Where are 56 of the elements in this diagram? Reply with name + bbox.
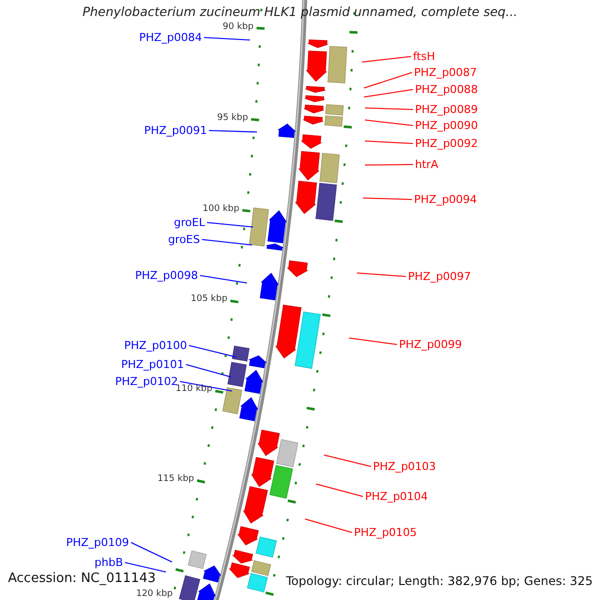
gene-label: groEL — [174, 216, 205, 229]
accession-text: Accession: NC_011143 — [8, 571, 156, 586]
gene-label: PHZ_p0098 — [135, 269, 198, 282]
gene-label: PHZ_p0100 — [124, 339, 187, 352]
gene-label: PHZ_p0087 — [414, 66, 477, 79]
scale-label: 115 kbp — [157, 474, 194, 484]
leader-line — [364, 120, 414, 126]
gene-label: PHZ_p0094 — [414, 193, 477, 206]
scale-label: 100 kbp — [202, 204, 240, 214]
genome-summary: Topology: circular; Length: 382,976 bp; Genes: 325 — [286, 574, 593, 588]
leader-line — [364, 140, 414, 144]
gene-label: PHZ_p0091 — [144, 124, 207, 137]
gene-label: phbB — [94, 556, 123, 569]
leader-line — [204, 37, 250, 40]
leader-line — [364, 108, 414, 110]
gene-label: PHZ_p0099 — [399, 338, 462, 351]
leader-line — [124, 562, 166, 572]
leader-line — [188, 345, 236, 358]
scale-label: 110 kbp — [176, 384, 212, 394]
gene-label: PHZ_p0101 — [121, 358, 184, 371]
leader-line — [316, 484, 364, 497]
leader-line — [130, 542, 172, 562]
gene-label: ftsH — [413, 50, 435, 63]
leader-line — [186, 364, 232, 378]
gene-label: PHZ_p0090 — [415, 119, 478, 132]
gene-label: PHZ_p0102 — [115, 375, 178, 388]
leader-line — [364, 89, 414, 98]
gene-label: PHZ_p0088 — [415, 83, 478, 96]
leader-line — [362, 56, 412, 62]
gene-label: PHZ_p0092 — [415, 137, 478, 150]
gene-label: PHZ_p0104 — [365, 490, 428, 503]
gene-label: PHZ_p0089 — [415, 103, 478, 116]
leader-line — [324, 454, 372, 467]
gene-label: PHZ_p0105 — [354, 526, 417, 539]
gene-label: PHZ_p0097 — [408, 270, 471, 283]
leader-line — [180, 381, 232, 392]
leader-line — [364, 72, 412, 88]
scale-label: 120 kbp — [136, 589, 173, 599]
leader-line — [206, 222, 254, 228]
leader-line — [202, 239, 252, 246]
gene-label: htrA — [415, 158, 438, 171]
leader-line — [356, 272, 406, 277]
gene-label: PHZ_p0109 — [66, 536, 129, 549]
leader-line — [304, 518, 352, 533]
scale-label: 105 kbp — [190, 294, 228, 304]
gene-label: PHZ_p0084 — [139, 31, 202, 44]
leader-line — [208, 130, 258, 132]
scale-label: 90 kbp — [222, 22, 254, 32]
leader-line — [362, 198, 412, 200]
leader-line — [364, 164, 414, 166]
map-title: Phenylobacterium zucineum HLK1 plasmid unnamed, complete seq... — [81, 4, 519, 19]
gene-label: PHZ_p0103 — [373, 460, 436, 473]
gene-label: groES — [168, 233, 200, 246]
leader-line — [348, 338, 398, 345]
leader-line — [200, 275, 248, 284]
scale-label: 95 kbp — [217, 113, 248, 124]
